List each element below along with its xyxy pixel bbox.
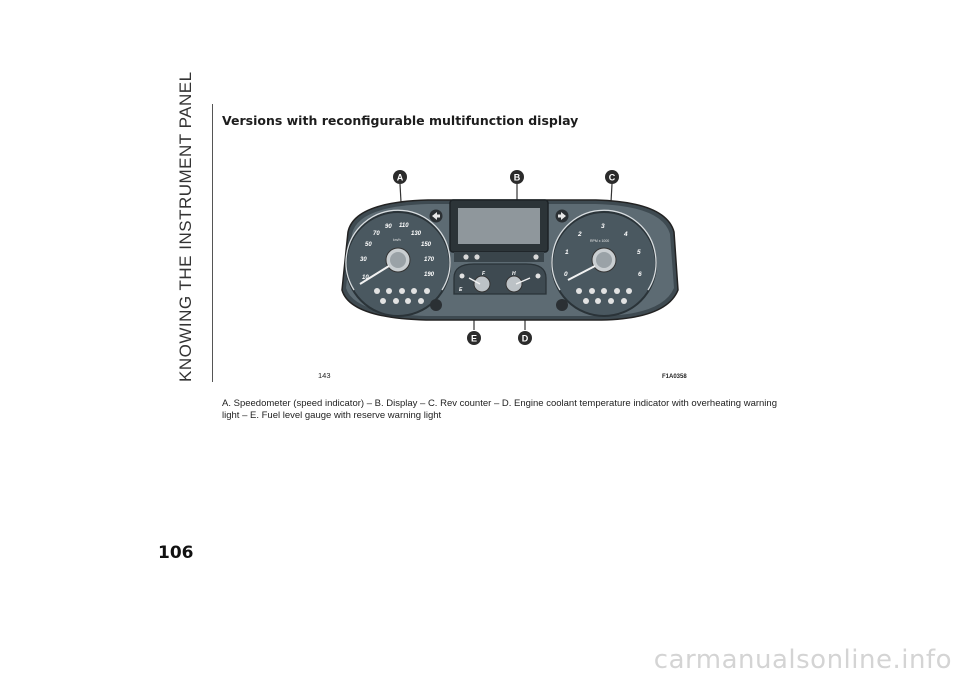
coolant-temperature-needle: [515, 277, 531, 285]
rev-counter-hub-inner: [596, 252, 612, 268]
callout-b-label: B: [514, 173, 521, 183]
speedometer-needle: [359, 265, 390, 285]
instrument-panel-illustration: 10 30 50 70 90 110 130 150 170 190 km/h …: [318, 170, 687, 380]
rev-counter-tick-label: 0: [564, 271, 568, 278]
section-heading: Versions with reconfigurable multifuncti…: [222, 113, 579, 128]
speedometer-tick-label: 190: [424, 272, 435, 278]
multifunction-display-screen: [458, 208, 540, 244]
warning-light-icon: [405, 298, 411, 304]
fuel-gauge-full-label: F: [482, 271, 486, 277]
figure-number: 143: [318, 371, 331, 380]
fuel-pump-icon: [459, 273, 465, 279]
left-turn-arrow: [432, 212, 440, 220]
speedometer-tick-label: 10: [362, 275, 369, 281]
fuel-gauge-needle: [468, 277, 481, 285]
watermark: carmanualsonline.info: [653, 645, 952, 675]
warning-light-icon: [399, 288, 405, 294]
trip-reset-button-icon: [430, 299, 442, 311]
coolant-temperature-icon: [535, 273, 541, 279]
rev-counter-needle: [567, 265, 596, 281]
temp-gauge-max-label: H: [512, 271, 516, 277]
fog-light-indicator-icon: [474, 254, 480, 260]
speedometer-tick-label: 90: [385, 224, 392, 230]
speedometer-tick-label: 110: [399, 223, 409, 229]
rev-counter-tick-label: 2: [577, 231, 582, 238]
callout-c-label: C: [609, 173, 616, 183]
side-rule: [212, 104, 213, 382]
callout-a-badge: [393, 170, 407, 184]
warning-light-icon: [589, 288, 595, 294]
fuel-gauge-dial: [473, 275, 491, 293]
fuel-gauge-reserve-label: E: [459, 287, 463, 293]
callout-c-badge: [605, 170, 619, 184]
warning-light-icon: [576, 288, 582, 294]
callout-a-label: A: [397, 173, 404, 183]
speedometer-tick-label: 130: [411, 231, 422, 237]
speedometer-scale: [345, 209, 451, 291]
speedometer-hub-inner: [390, 252, 406, 268]
instrument-panel-figure: 10 30 50 70 90 110 130 150 170 190 km/h …: [306, 160, 714, 385]
warning-light-icon: [418, 298, 424, 304]
right-turn-arrow: [558, 212, 566, 220]
warning-light-icon: [601, 288, 607, 294]
figure-code: F1A0358: [662, 374, 687, 380]
rev-counter-scale: [551, 209, 657, 291]
rev-counter-tick-label: 5: [637, 249, 641, 256]
headlight-indicator-icon: [463, 254, 469, 260]
speedometer-tick-label: 70: [373, 231, 380, 237]
display-mode-button-icon: [556, 299, 568, 311]
rev-counter-tick-label: 1: [565, 249, 569, 256]
warning-light-icon: [411, 288, 417, 294]
warning-light-icon: [595, 298, 601, 304]
warning-light-icon: [621, 298, 627, 304]
speedometer-tick-label: 170: [424, 257, 435, 263]
side-light-indicator-icon: [533, 254, 539, 260]
callout-d-badge: [518, 331, 532, 345]
small-gauges-panel: [453, 263, 547, 295]
speedometer-tick-label: 30: [360, 257, 367, 263]
figure-caption: A. Speedometer (speed indicator) – B. Di…: [222, 398, 777, 421]
rev-counter-tick-label: 4: [623, 231, 628, 238]
rev-counter-unit: RPM x 1000: [590, 239, 609, 243]
display-indicator-strip: [454, 252, 544, 262]
warning-light-icon: [393, 298, 399, 304]
page-number: 106: [158, 543, 194, 563]
warning-light-icon: [626, 288, 632, 294]
warning-light-icon: [583, 298, 589, 304]
coolant-temperature-gauge-dial: [505, 275, 523, 293]
warning-light-icon: [374, 288, 380, 294]
warning-light-icon: [380, 298, 386, 304]
speedometer-unit: km/h: [393, 238, 401, 242]
warning-light-icon: [614, 288, 620, 294]
warning-light-icon: [386, 288, 392, 294]
rev-counter-tick-label: 6: [638, 271, 642, 278]
speedometer-tick-label: 50: [365, 242, 372, 248]
callout-b-badge: [510, 170, 524, 184]
rev-counter-tick-label: 3: [601, 223, 605, 230]
warning-light-icon: [608, 298, 614, 304]
warning-light-icon: [424, 288, 430, 294]
speedometer-tick-label: 150: [421, 242, 432, 248]
callout-d-label: D: [522, 334, 529, 344]
section-side-title: KNOWING THE INSTRUMENT PANEL: [176, 71, 195, 382]
callout-e-label: E: [471, 334, 477, 344]
callout-e-badge: [467, 331, 481, 345]
